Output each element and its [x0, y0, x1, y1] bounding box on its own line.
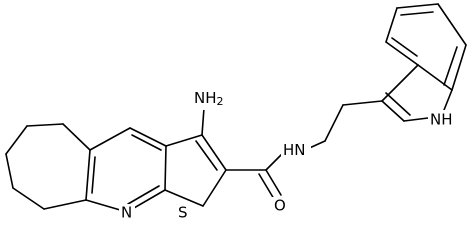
bond	[164, 189, 204, 207]
amide-nh: HN	[281, 141, 311, 159]
indole-nh: NH	[428, 110, 462, 130]
bond	[443, 89, 453, 111]
bond	[165, 134, 203, 147]
bond	[451, 44, 467, 91]
bond	[164, 145, 167, 191]
bond	[400, 11, 434, 16]
bond	[26, 123, 64, 127]
bond	[12, 187, 45, 210]
bond	[195, 140, 218, 171]
bond	[5, 153, 14, 189]
bond	[381, 100, 405, 122]
bond	[201, 107, 205, 136]
bond	[265, 169, 282, 196]
structure-diagram: NH2 HN O N S NH	[5, 3, 467, 222]
pyridine-nitrogen: N	[119, 204, 135, 222]
bond	[385, 92, 411, 116]
bond	[85, 149, 91, 201]
amide-nh-label: HN	[283, 141, 306, 159]
bond	[385, 41, 419, 66]
bond	[324, 104, 344, 142]
indole-nh-label: NH	[430, 111, 453, 129]
bond	[417, 64, 453, 91]
bond	[381, 64, 419, 102]
bond	[62, 123, 91, 151]
bond	[391, 37, 418, 57]
carbonyl-o-label: O	[274, 197, 286, 215]
bond	[127, 185, 160, 205]
amino-group: NH2	[192, 88, 228, 110]
thiophene-sulfur: S	[176, 204, 190, 222]
amino-label: NH2	[194, 89, 224, 109]
thiophene-s-label: S	[178, 204, 188, 222]
bond	[202, 169, 227, 207]
bond	[396, 3, 439, 9]
bond	[5, 125, 28, 155]
molecule-canvas: NH2 HN O N S NH	[5, 3, 467, 222]
bond-lines	[5, 3, 467, 213]
bond	[129, 127, 167, 147]
bond	[89, 127, 131, 151]
bond	[201, 134, 227, 171]
bond	[131, 134, 162, 151]
bond	[403, 117, 429, 122]
atom-labels: NH2 HN O N S NH	[119, 88, 462, 222]
carbonyl-oxygen: O	[272, 197, 288, 215]
bond	[443, 46, 458, 86]
ring-n-label: N	[121, 204, 132, 222]
bond	[91, 156, 96, 194]
bond	[43, 199, 87, 210]
bond	[342, 100, 383, 106]
bond	[385, 7, 398, 43]
bond	[258, 173, 275, 200]
bond	[437, 3, 467, 46]
